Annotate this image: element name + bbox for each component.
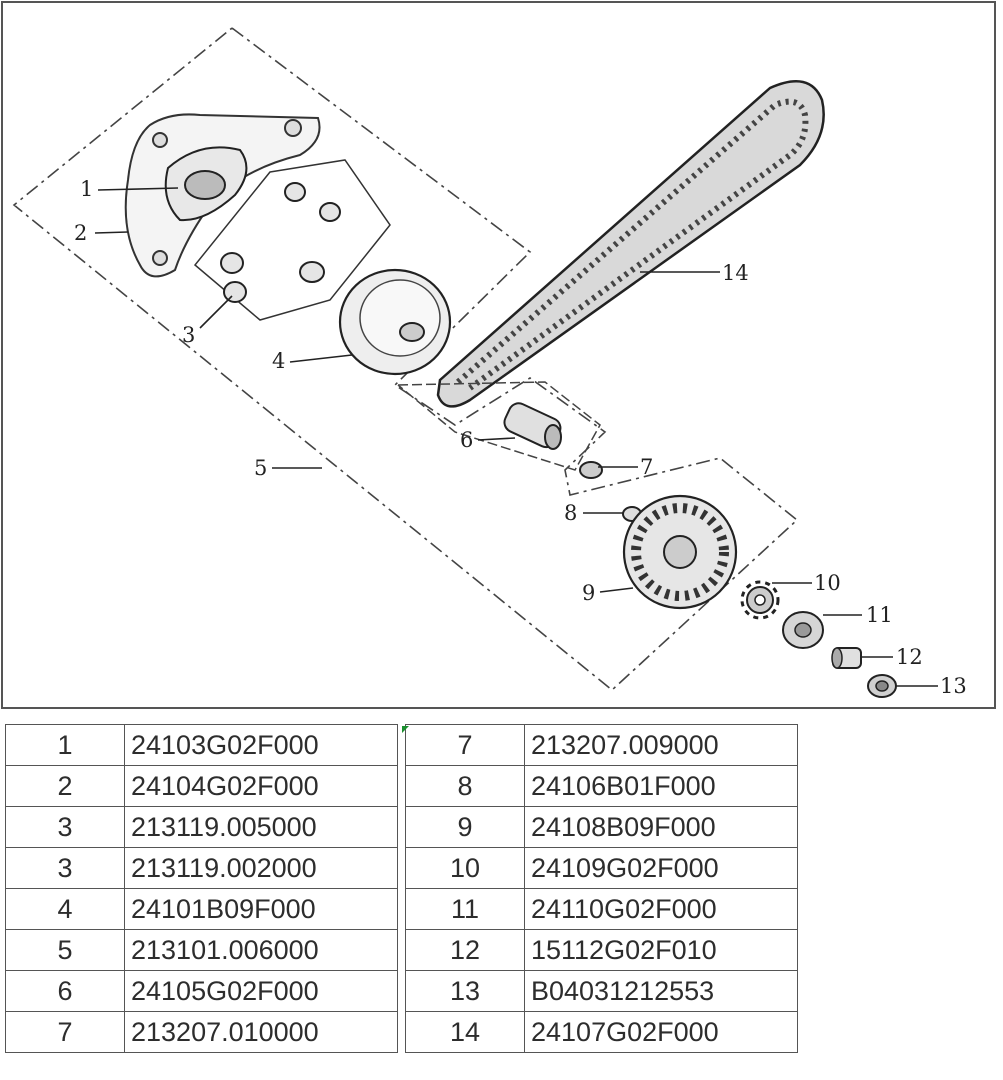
part-code: 213207.010000: [124, 1011, 398, 1053]
part-number: 9: [405, 806, 525, 848]
part-2-plate: [124, 113, 321, 278]
part-code: 24106B01F000: [524, 765, 798, 807]
part-number: 5: [5, 929, 125, 971]
part-6-bushing: [503, 402, 562, 450]
part-13-nut: [867, 674, 897, 698]
exploded-parts-diagram: 1 2 3 4 5 6 7 8 9 10 11 12 13 14: [1, 1, 996, 709]
part-4-drive-face: [338, 268, 452, 376]
part-number: 7: [405, 724, 525, 766]
callout-8: 8: [564, 501, 577, 525]
callout-5: 5: [254, 456, 267, 480]
part-code: 213207.009000: [524, 724, 798, 766]
part-number: 7: [5, 1011, 125, 1053]
callout-12: 12: [896, 645, 923, 669]
part-3-outline: [193, 159, 391, 321]
part-number: 10: [405, 847, 525, 889]
callout-3: 3: [182, 323, 195, 347]
part-12-sleeve: [831, 647, 862, 669]
part-code: 213119.002000: [124, 847, 398, 889]
part-number: 4: [5, 888, 125, 930]
assembly-5-outline: [12, 27, 799, 692]
part-11-gear: [782, 611, 824, 649]
part-number: 14: [405, 1011, 525, 1053]
part-code: 213119.005000: [124, 806, 398, 848]
callout-14: 14: [722, 261, 749, 285]
part-1-guide: [164, 146, 248, 222]
part-number: 11: [405, 888, 525, 930]
part-code: 213101.006000: [124, 929, 398, 971]
callout-6: 6: [460, 428, 473, 452]
part-code: 24105G02F000: [124, 970, 398, 1012]
part-code: B04031212553: [524, 970, 798, 1012]
part-code: 24109G02F000: [524, 847, 798, 889]
leader-lines: [94, 187, 938, 687]
part-10-star-washer: [740, 580, 780, 620]
part-6-outline: [397, 381, 601, 471]
callout-1: 1: [80, 177, 93, 201]
part-9-fan: [622, 494, 738, 610]
part-code: 24108B09F000: [524, 806, 798, 848]
part-number: 3: [5, 806, 125, 848]
part-code: 24103G02F000: [124, 724, 398, 766]
part-14-belt: [436, 80, 825, 408]
part-code: 15112G02F010: [524, 929, 798, 971]
part-code: 24107G02F000: [524, 1011, 798, 1053]
part-7-washer: [579, 461, 603, 479]
callout-9: 9: [582, 581, 595, 605]
part-number: 3: [5, 847, 125, 889]
part-number: 13: [405, 970, 525, 1012]
part-code: 24104G02F000: [124, 765, 398, 807]
callout-13: 13: [940, 674, 967, 698]
part-number: 12: [405, 929, 525, 971]
part-number: 8: [405, 765, 525, 807]
callout-4: 4: [272, 349, 285, 373]
callout-11: 11: [866, 603, 893, 627]
part-3-rollers: [220, 182, 341, 303]
callout-7: 7: [640, 455, 653, 479]
part-number: 1: [5, 724, 125, 766]
callout-10: 10: [814, 571, 841, 595]
part-code: 24110G02F000: [524, 888, 798, 930]
callout-2: 2: [74, 221, 87, 245]
part-number: 6: [5, 970, 125, 1012]
part-code: 24101B09F000: [124, 888, 398, 930]
cell-comment-marker: [402, 726, 409, 733]
part-number: 2: [5, 765, 125, 807]
